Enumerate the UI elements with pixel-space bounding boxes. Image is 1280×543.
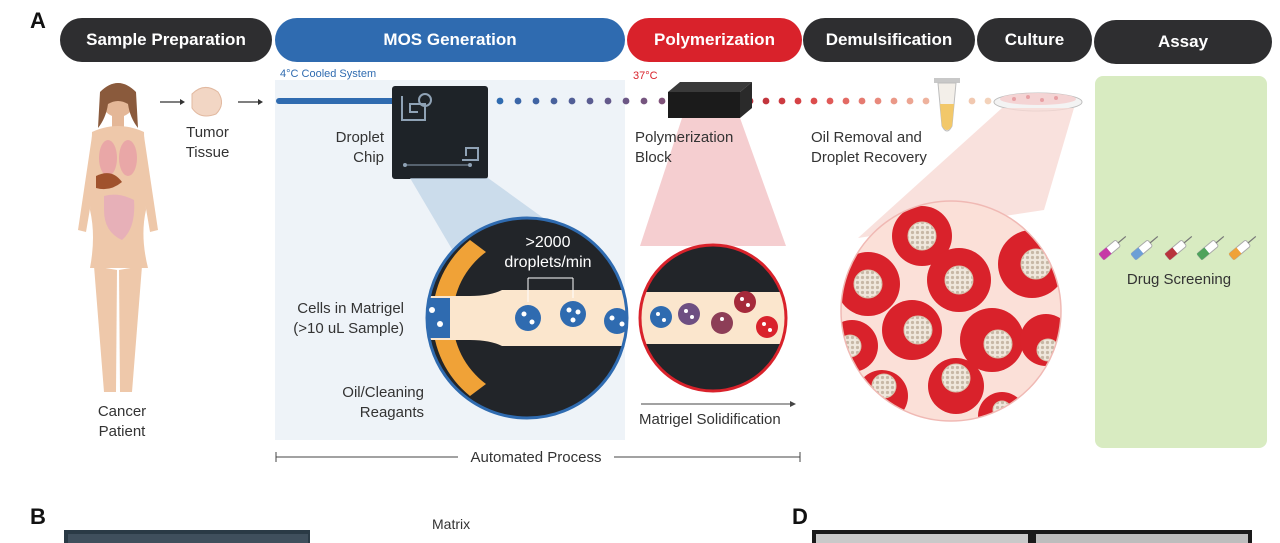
culture-zoom-cone bbox=[858, 108, 1074, 238]
temperature-note: 37°C bbox=[633, 70, 658, 82]
tumor-tissue-icon bbox=[191, 87, 222, 117]
panel-label-b: B bbox=[30, 504, 46, 529]
assay-region-bg bbox=[1095, 76, 1267, 448]
flow-line-solid bbox=[276, 98, 396, 104]
oil-removal-label: Oil Removal and Droplet Recovery bbox=[811, 129, 927, 166]
cancer-patient-figure bbox=[78, 83, 158, 392]
polymerization-zoom bbox=[638, 243, 788, 393]
microtube-icon bbox=[934, 78, 960, 132]
drug-screening-label: Drug Screening bbox=[1126, 271, 1232, 288]
polymerization-block-label: Polymerization Block bbox=[635, 129, 734, 166]
culture-dish-icon bbox=[993, 92, 1083, 112]
droplet-rate-label: >2000 droplets/min bbox=[504, 234, 592, 271]
droplet-chip-label: Droplet Chip bbox=[335, 129, 384, 166]
flow-dots bbox=[496, 97, 992, 105]
stage-polymerization: Polymerization bbox=[627, 18, 802, 62]
panel-label-a: A bbox=[30, 8, 46, 33]
droplet-chip bbox=[392, 86, 488, 179]
automated-process-bracket bbox=[275, 452, 801, 462]
tumor-tissue-label: Tumor Tissue bbox=[185, 124, 230, 161]
drug-syringe-icons bbox=[1098, 235, 1257, 261]
polymerization-block bbox=[668, 82, 752, 118]
droplet-generation-zoom bbox=[425, 216, 629, 420]
polymerization-zoom-cone bbox=[640, 118, 786, 246]
cancer-patient-label: Cancer Patient bbox=[97, 403, 147, 440]
oil-cleaning-label: Oil/Cleaning Reagants bbox=[342, 384, 424, 421]
cells-in-matrigel-label: Cells in Matrigel (>10 uL Sample) bbox=[293, 300, 404, 337]
matrix-label: Matrix bbox=[432, 516, 471, 532]
cooled-system-note: 4°C Cooled System bbox=[280, 68, 377, 80]
stage-assay: Assay bbox=[1094, 20, 1272, 64]
stage-culture: Culture bbox=[977, 18, 1092, 62]
stage-mos-generation: MOS Generation bbox=[275, 18, 625, 62]
panel-label-d: D bbox=[792, 504, 808, 529]
matrigel-solidification-label: Matrigel Solidification bbox=[639, 411, 781, 428]
stage-demulsification: Demulsification bbox=[803, 18, 975, 62]
stage-sample-preparation: Sample Preparation bbox=[60, 18, 272, 62]
automated-process-label: Automated Process bbox=[470, 449, 602, 466]
